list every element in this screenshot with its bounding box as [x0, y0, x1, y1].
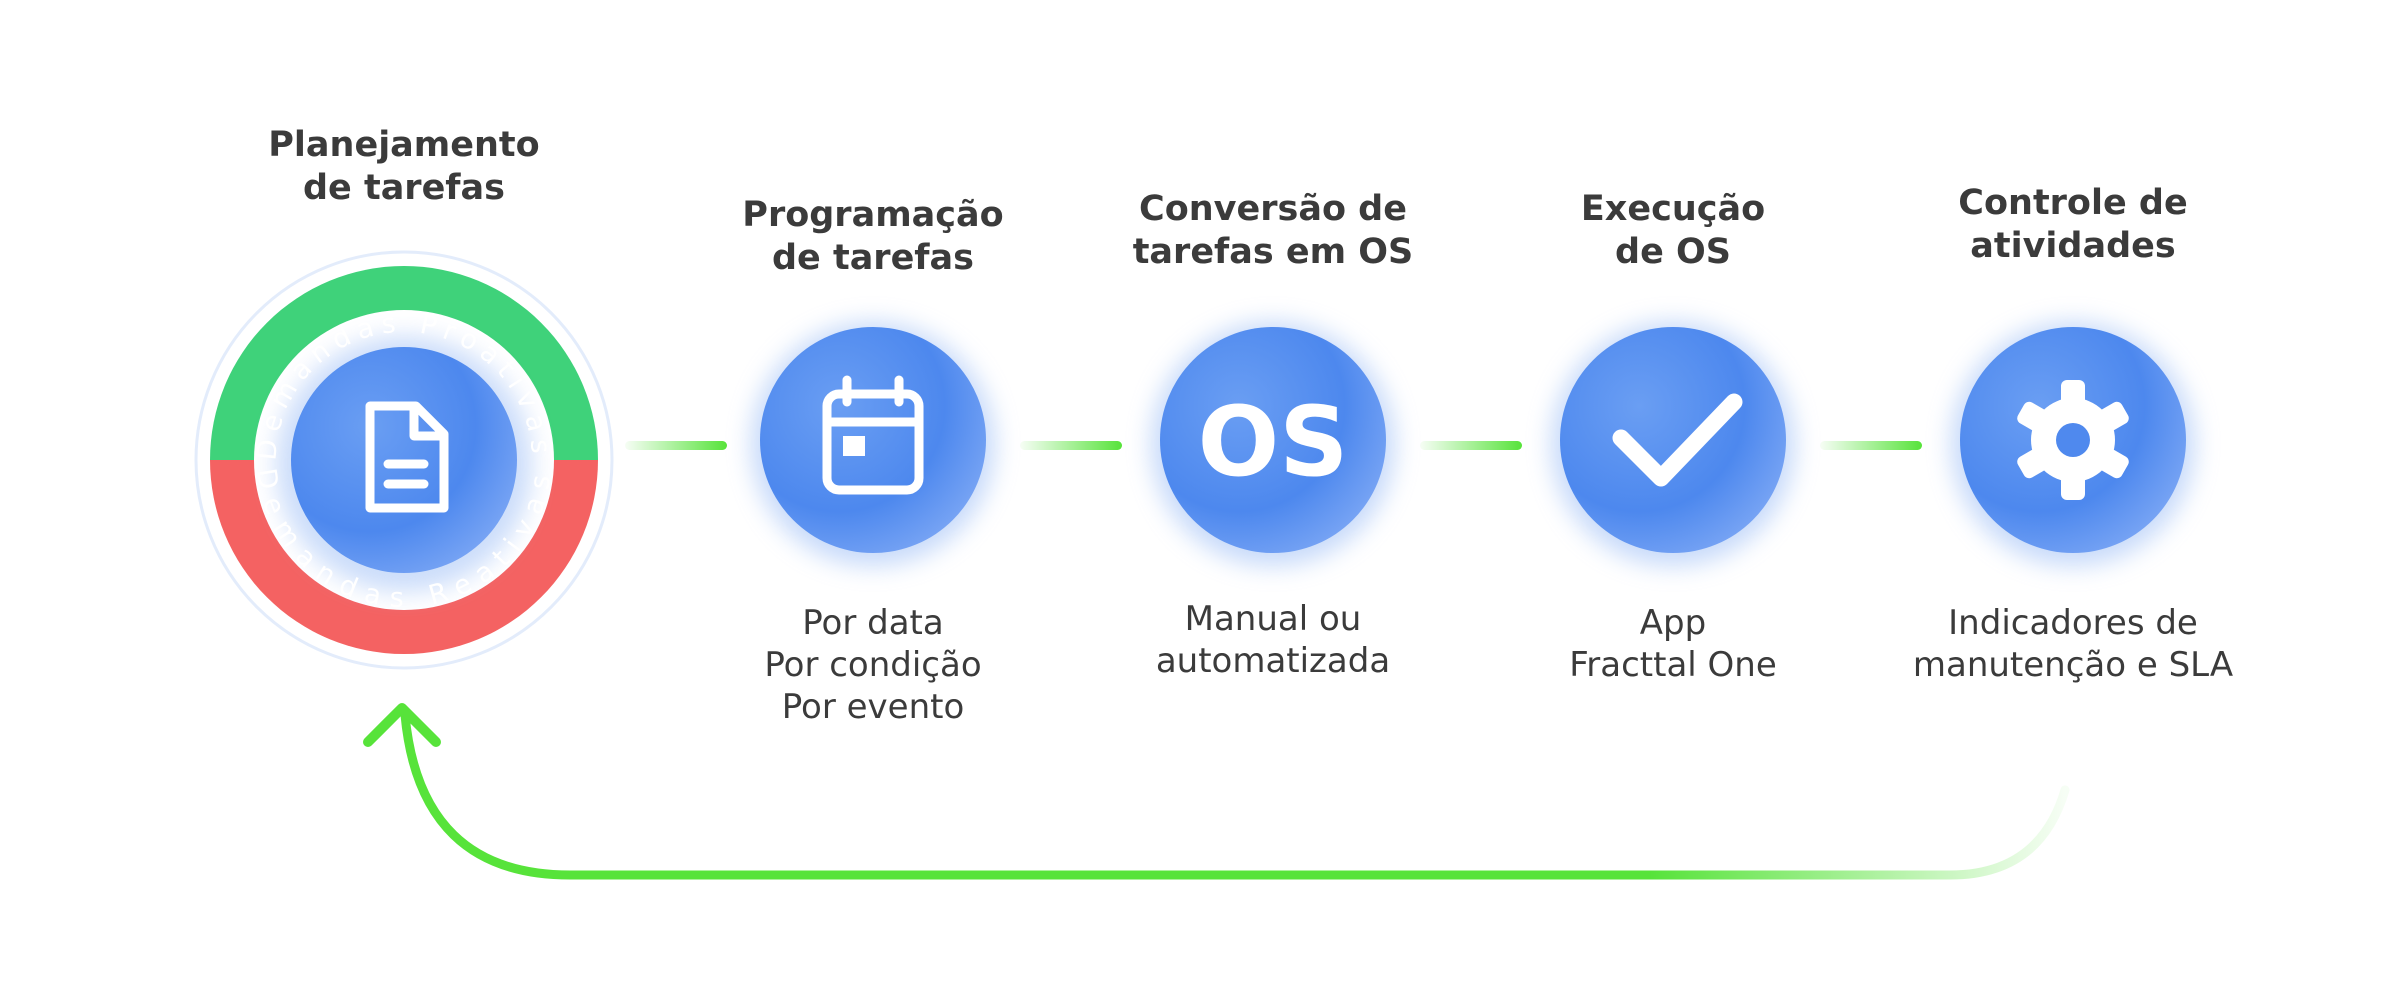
node-execucao [1551, 322, 1795, 566]
connector-4 [1820, 441, 1922, 450]
os-icon: OS [1198, 386, 1349, 498]
node-planejamento: Demandas Proativas Demandas Reativas [194, 250, 614, 670]
document-icon [365, 401, 449, 513]
connector-2 [1020, 441, 1122, 450]
checkmark-icon [1612, 393, 1743, 487]
calendar-icon [822, 375, 924, 495]
feedback-loop-arrow [400, 710, 2070, 880]
arrow-head-icon [363, 703, 441, 747]
node-controle [1951, 322, 2195, 566]
connector-3 [1420, 441, 1522, 450]
connector-1 [625, 441, 727, 450]
node-programacao [751, 322, 995, 566]
node-conversao: OS [1151, 322, 1395, 566]
gear-icon [2017, 380, 2129, 500]
